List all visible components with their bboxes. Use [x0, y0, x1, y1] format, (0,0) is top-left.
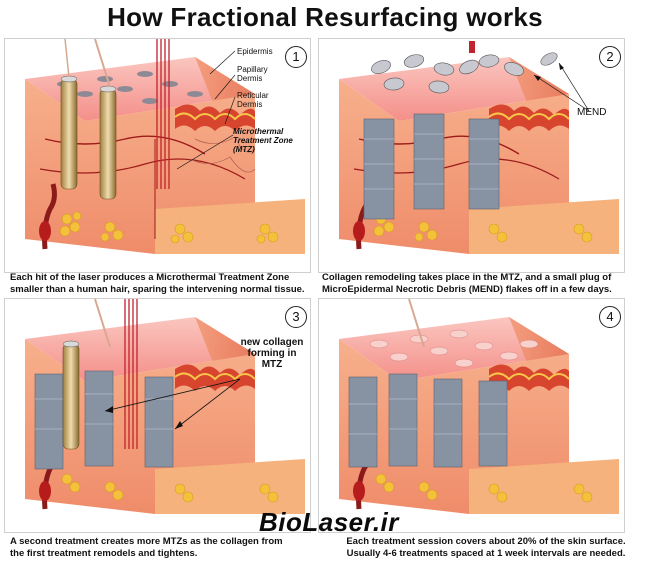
- panel-3: 3 new collagen forming in MTZ: [4, 298, 311, 533]
- label-reticular-dermis: Reticular Dermis: [237, 91, 269, 109]
- skin-diagram-4: [339, 299, 619, 514]
- callout-line: new collagen: [240, 337, 304, 348]
- caption-line: smaller than a human hair, sparing the i…: [10, 284, 305, 295]
- caption-line: Collagen remodeling takes place in the M…: [322, 272, 612, 283]
- callout-line: MTZ: [261, 359, 283, 370]
- caption-line: Each hit of the laser produces a Microth…: [10, 272, 290, 283]
- caption-step-2: Collagen remodeling takes place in the M…: [322, 272, 627, 296]
- label-new-collagen: new collagen forming in MTZ: [237, 337, 307, 370]
- panel-1: 1 Epidermis Papillary Dermis Reticular D…: [4, 38, 311, 273]
- panel-2: 2 MEND: [318, 38, 625, 273]
- skin-diagram-3: [25, 299, 305, 514]
- label-mtz: Microthermal Treatment Zone (MTZ): [233, 127, 293, 154]
- caption-step-4: Each treatment session covers about 20% …: [326, 536, 646, 560]
- caption-line: Each treatment session covers about 20% …: [346, 536, 626, 547]
- label-papillary-dermis: Papillary Dermis: [237, 65, 268, 83]
- caption-step-1: Each hit of the laser produces a Microth…: [10, 272, 310, 296]
- step-number-badge: 1: [285, 46, 307, 68]
- skin-diagram-2: [339, 41, 619, 254]
- caption-line: MicroEpidermal Necrotic Debris (MEND) fl…: [322, 284, 612, 295]
- panel-4: 4: [318, 298, 625, 533]
- step-number-badge: 2: [599, 46, 621, 68]
- label-epidermis: Epidermis: [237, 47, 273, 56]
- step-number-badge: 4: [599, 306, 621, 328]
- caption-line: A second treatment creates more MTZs as …: [10, 536, 283, 547]
- watermark-logo: BioLaser.ir: [259, 507, 399, 537]
- caption-line: Usually 4-6 treatments spaced at 1 week …: [346, 548, 626, 559]
- callout-line: forming in: [247, 348, 297, 359]
- skin-diagram-1: [25, 39, 305, 254]
- label-mend: MEND: [577, 107, 607, 118]
- page-title: How Fractional Resurfacing works: [107, 2, 543, 32]
- caption-line: the first treatment remodels and tighten…: [10, 548, 198, 559]
- caption-step-3: A second treatment creates more MTZs as …: [10, 536, 310, 560]
- step-number-badge: 3: [285, 306, 307, 328]
